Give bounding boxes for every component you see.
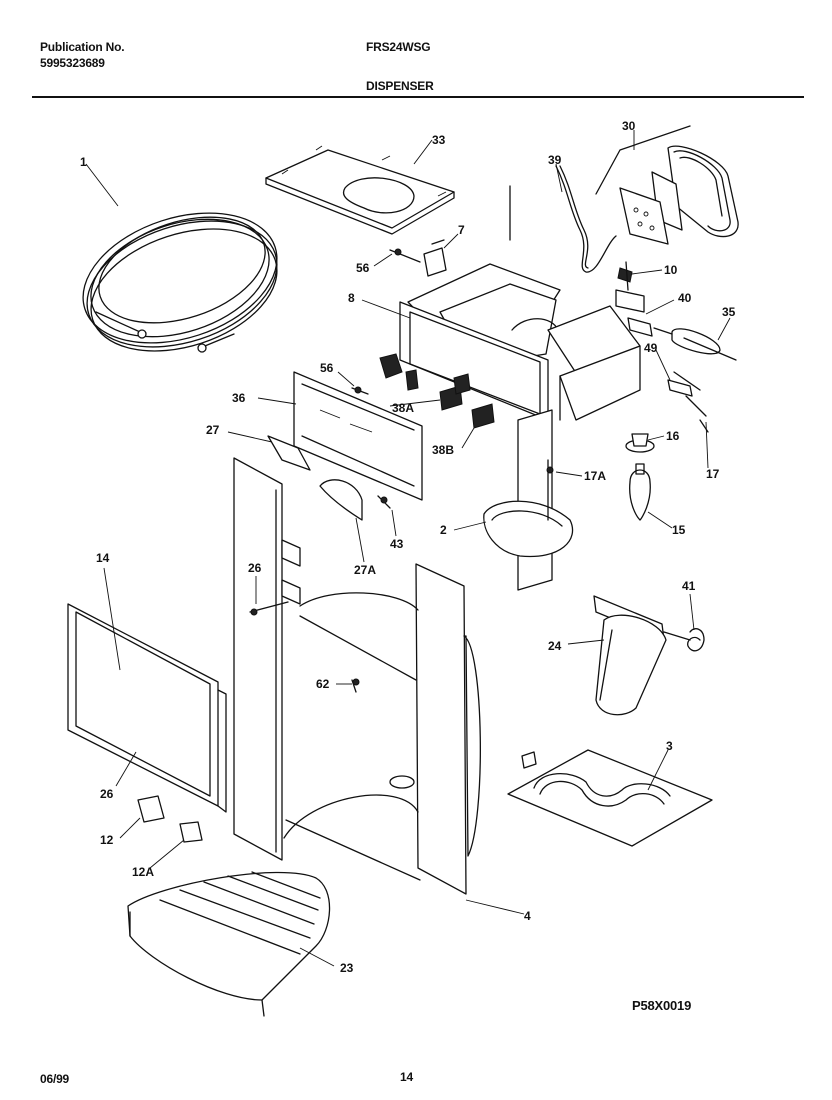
- section-title: DISPENSER: [366, 79, 434, 93]
- callout-3: 3: [666, 739, 673, 753]
- callout-14: 14: [96, 551, 110, 565]
- callout-16: 16: [666, 429, 680, 443]
- callout-27a: 27A: [354, 563, 376, 577]
- part-drip-tray: [127, 871, 331, 1017]
- part-control-panel: [293, 371, 423, 501]
- part-bulb-socket: [625, 419, 709, 521]
- callout-38b: 38B: [432, 443, 454, 457]
- callout-23: 23: [340, 961, 354, 975]
- callout-numbers: 1 33 39 30 7 56 10 8 40 35 49 56 36 38A …: [80, 119, 736, 975]
- footer-date: 06/99: [40, 1072, 70, 1086]
- callout-26-a: 26: [248, 561, 262, 575]
- callout-56-a: 56: [356, 261, 370, 275]
- part-wire-harness: [509, 165, 617, 273]
- figure-code: P58X0019: [632, 998, 692, 1013]
- callout-30: 30: [622, 119, 636, 133]
- part-clip-7: [389, 239, 447, 277]
- callout-4: 4: [524, 909, 531, 923]
- callout-33: 33: [432, 133, 446, 147]
- part-door-panel: [67, 603, 227, 813]
- callout-10: 10: [664, 263, 678, 277]
- callout-62: 62: [316, 677, 330, 691]
- callout-leaders: [85, 130, 731, 967]
- callout-12: 12: [100, 833, 114, 847]
- part-hinge-clips: [137, 795, 203, 843]
- callout-36: 36: [232, 391, 246, 405]
- part-terminal-switch: [615, 261, 737, 417]
- footer-page-number: 14: [400, 1070, 413, 1084]
- part-chute-housing: [351, 263, 641, 429]
- callout-35: 35: [722, 305, 736, 319]
- callout-24: 24: [548, 639, 562, 653]
- callout-15: 15: [672, 523, 686, 537]
- callout-56-b: 56: [320, 361, 334, 375]
- part-top-plate: [265, 145, 455, 235]
- publication-label: Publication No.: [40, 40, 125, 54]
- callout-17: 17: [706, 467, 720, 481]
- callout-43: 43: [390, 537, 404, 551]
- part-housing-left: [233, 457, 301, 861]
- callout-41: 41: [682, 579, 696, 593]
- part-light-cover: [595, 125, 739, 245]
- model-number: FRS24WSG: [366, 40, 431, 54]
- part-housing-right: [283, 563, 481, 895]
- part-gasket-coil: [82, 212, 278, 353]
- callout-17a: 17A: [584, 469, 606, 483]
- callout-40: 40: [678, 291, 692, 305]
- callout-7: 7: [458, 223, 465, 237]
- callout-8: 8: [348, 291, 355, 305]
- callout-39: 39: [548, 153, 562, 167]
- callout-1: 1: [80, 155, 87, 169]
- callout-26-b: 26: [100, 787, 114, 801]
- callout-2: 2: [440, 523, 447, 537]
- callout-12a: 12A: [132, 865, 154, 879]
- publication-number: 5995323689: [40, 56, 105, 70]
- part-heater: [507, 749, 713, 847]
- callout-38a: 38A: [392, 401, 414, 415]
- header-rule: [32, 96, 804, 98]
- part-dispenser-lever: [593, 595, 705, 716]
- part-bracket-27: [267, 435, 391, 521]
- part-ice-guide: [483, 409, 574, 591]
- callout-27: 27: [206, 423, 220, 437]
- callout-49: 49: [644, 341, 658, 355]
